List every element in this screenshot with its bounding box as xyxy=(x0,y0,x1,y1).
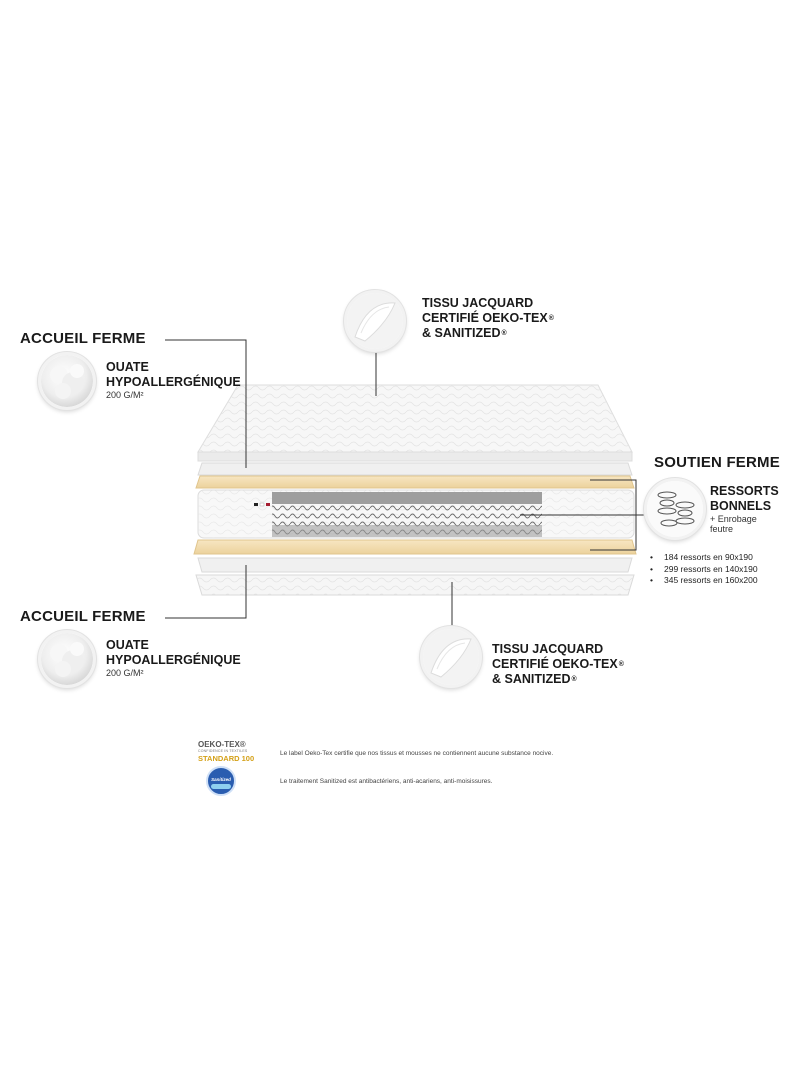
left-top-label-line1: OUATE xyxy=(106,360,149,374)
right-support-label: RESSORTS BONNELS + Enrobage feutre xyxy=(710,484,779,534)
bottom-fabric-reg-2: ® xyxy=(571,676,577,683)
top-quilted-panel xyxy=(197,384,633,462)
list-item: 345 ressorts en 160x200 xyxy=(650,575,758,587)
fabric-top-image xyxy=(344,290,406,352)
leader-bottom-left xyxy=(165,565,247,619)
ouate-bottom-image xyxy=(38,630,96,688)
bottom-fabric-line1: TISSU JACQUARD xyxy=(492,642,604,656)
left-bottom-label-line1: OUATE xyxy=(106,638,149,652)
bottom-fabric-line3: & SANITIZED xyxy=(492,672,571,686)
oeko-logo-line1: OEKO-TEX® xyxy=(198,740,246,749)
left-bottom-label-line2: HYPOALLERGÉNIQUE xyxy=(106,653,241,667)
bottom-fabric-reg-1: ® xyxy=(618,661,624,668)
leader-lines xyxy=(165,339,644,628)
list-item: 299 ressorts en 140x190 xyxy=(650,564,758,576)
left-top-label: OUATE HYPOALLERGÉNIQUE 200 G/M² xyxy=(106,360,241,400)
left-top-weight: 200 G/M² xyxy=(106,390,144,400)
bottom-quilted-panel xyxy=(195,574,635,596)
top-fabric-line2: CERTIFIÉ OEKO-TEX xyxy=(422,311,548,325)
left-top-label-line2: HYPOALLERGÉNIQUE xyxy=(106,375,241,389)
top-fabric-line1: TISSU JACQUARD xyxy=(422,296,534,310)
fabric-swatch-icon xyxy=(347,293,403,349)
sanitized-logo-text: Sanitized xyxy=(211,777,231,782)
top-ouate-layer xyxy=(197,462,633,476)
right-support-line1: RESSORTS xyxy=(710,484,779,498)
right-support-note1: + Enrobage xyxy=(710,514,757,524)
fabric-bottom-image xyxy=(420,626,482,688)
right-support-note2: feutre xyxy=(710,524,734,534)
springs-image xyxy=(644,478,706,540)
spring-core xyxy=(197,489,635,539)
top-fabric-reg-2: ® xyxy=(501,330,507,337)
list-item: 184 ressorts en 90x190 xyxy=(650,552,758,564)
left-bottom-heading: ACCUEIL FERME xyxy=(20,608,146,625)
fabric-swatch-icon xyxy=(423,629,479,685)
left-top-heading: ACCUEIL FERME xyxy=(20,330,146,347)
fluff-icon xyxy=(41,355,93,407)
ouate-top-image xyxy=(38,352,96,410)
leader-top-left xyxy=(165,339,247,468)
left-bottom-weight: 200 G/M² xyxy=(106,668,144,678)
top-fabric-line3: & SANITIZED xyxy=(422,326,501,340)
spring-coil-icon xyxy=(647,481,703,537)
bottom-fabric-line2: CERTIFIÉ OEKO-TEX xyxy=(492,657,618,671)
right-support-heading: SOUTIEN FERME xyxy=(654,454,780,471)
fluff-icon xyxy=(41,633,93,685)
sanitized-logo: Sanitized xyxy=(206,766,236,796)
top-fabric-label: TISSU JACQUARD CERTIFIÉ OEKO-TEX® & SANI… xyxy=(422,296,554,341)
oeko-tex-text: Le label Oeko-Tex certifie que nos tissu… xyxy=(280,750,554,757)
top-foam-layer xyxy=(195,475,635,489)
right-support-line2: BONNELS xyxy=(710,499,772,513)
bottom-ouate-layer xyxy=(197,557,633,573)
bottom-foam-layer xyxy=(193,539,637,555)
spring-count-list: 184 ressorts en 90x190 299 ressorts en 1… xyxy=(650,552,758,587)
sanitized-text: Le traitement Sanitized est antibactérie… xyxy=(280,778,493,785)
left-bottom-label: OUATE HYPOALLERGÉNIQUE 200 G/M² xyxy=(106,638,241,678)
oeko-logo-line2: CONFIDENCE IN TEXTILES xyxy=(198,749,248,753)
bottom-fabric-label: TISSU JACQUARD CERTIFIÉ OEKO-TEX® & SANI… xyxy=(492,642,624,687)
oeko-logo-line3: STANDARD 100 xyxy=(198,754,255,763)
top-fabric-reg-1: ® xyxy=(548,315,554,322)
oeko-tex-logo: OEKO-TEX® CONFIDENCE IN TEXTILES STANDAR… xyxy=(198,740,270,766)
